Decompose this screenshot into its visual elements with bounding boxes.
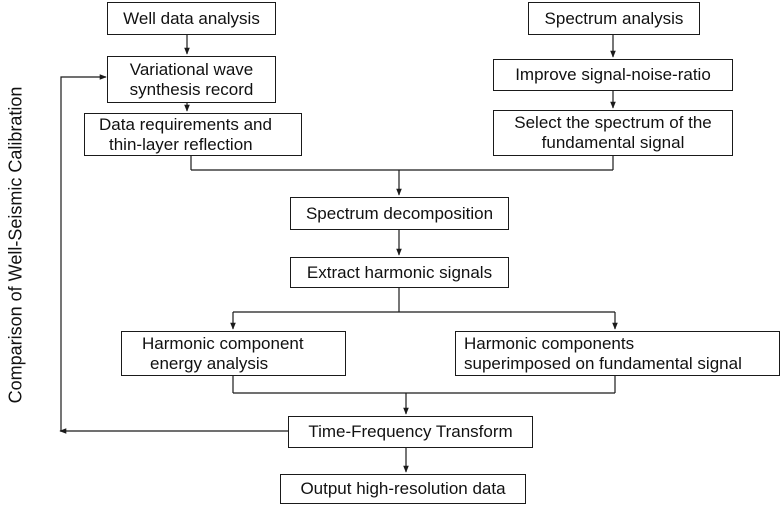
node-text: superimposed on fundamental signal <box>464 353 742 373</box>
node-text: synthesis record <box>129 79 254 99</box>
node-text: Time-Frequency Transform <box>308 422 513 441</box>
node-text: Harmonic components <box>464 333 635 353</box>
node-extract-harmonic-signals: Extract harmonic signals <box>290 257 509 288</box>
node-text: Improve signal-noise-ratio <box>515 65 711 84</box>
node-text: Select the spectrum of the <box>514 113 712 132</box>
node-well-data-analysis: Well data analysis <box>107 2 276 35</box>
node-variational-wave-synthesis-record: Variational wave synthesis record <box>107 56 276 103</box>
node-time-frequency-transform: Time-Frequency Transform <box>288 416 533 448</box>
node-text: Spectrum decomposition <box>305 203 494 223</box>
feedback-loop-line <box>60 74 107 431</box>
node-text: Output high-resolution data <box>300 479 506 498</box>
side-label-text: Comparison of Well-Seismic Calibration <box>5 86 26 404</box>
node-data-requirements: Data requirements and thin-layer reflect… <box>84 113 302 156</box>
node-text: thin-layer reflection <box>109 134 253 154</box>
node-select-fundamental-spectrum: Select the spectrum of the fundamental s… <box>493 110 733 156</box>
node-harmonic-components-superimposed: Harmonic components superimposed on fund… <box>455 331 780 376</box>
node-spectrum-decomposition: Spectrum decomposition <box>290 197 509 230</box>
node-text: Data requirements and <box>99 114 272 134</box>
node-text: Harmonic component <box>142 333 304 353</box>
node-output-high-resolution-data: Output high-resolution data <box>280 474 526 504</box>
node-spectrum-analysis: Spectrum analysis <box>528 2 700 35</box>
node-text: Variational wave <box>129 59 254 79</box>
node-text: Well data analysis <box>123 8 260 28</box>
node-text: Extract harmonic signals <box>306 262 493 282</box>
node-harmonic-component-energy-analysis: Harmonic component energy analysis <box>121 331 346 376</box>
node-text: Spectrum analysis <box>544 8 684 28</box>
node-text: fundamental signal <box>541 133 685 152</box>
node-text: energy analysis <box>150 353 269 373</box>
node-improve-signal-noise-ratio: Improve signal-noise-ratio <box>493 59 733 91</box>
